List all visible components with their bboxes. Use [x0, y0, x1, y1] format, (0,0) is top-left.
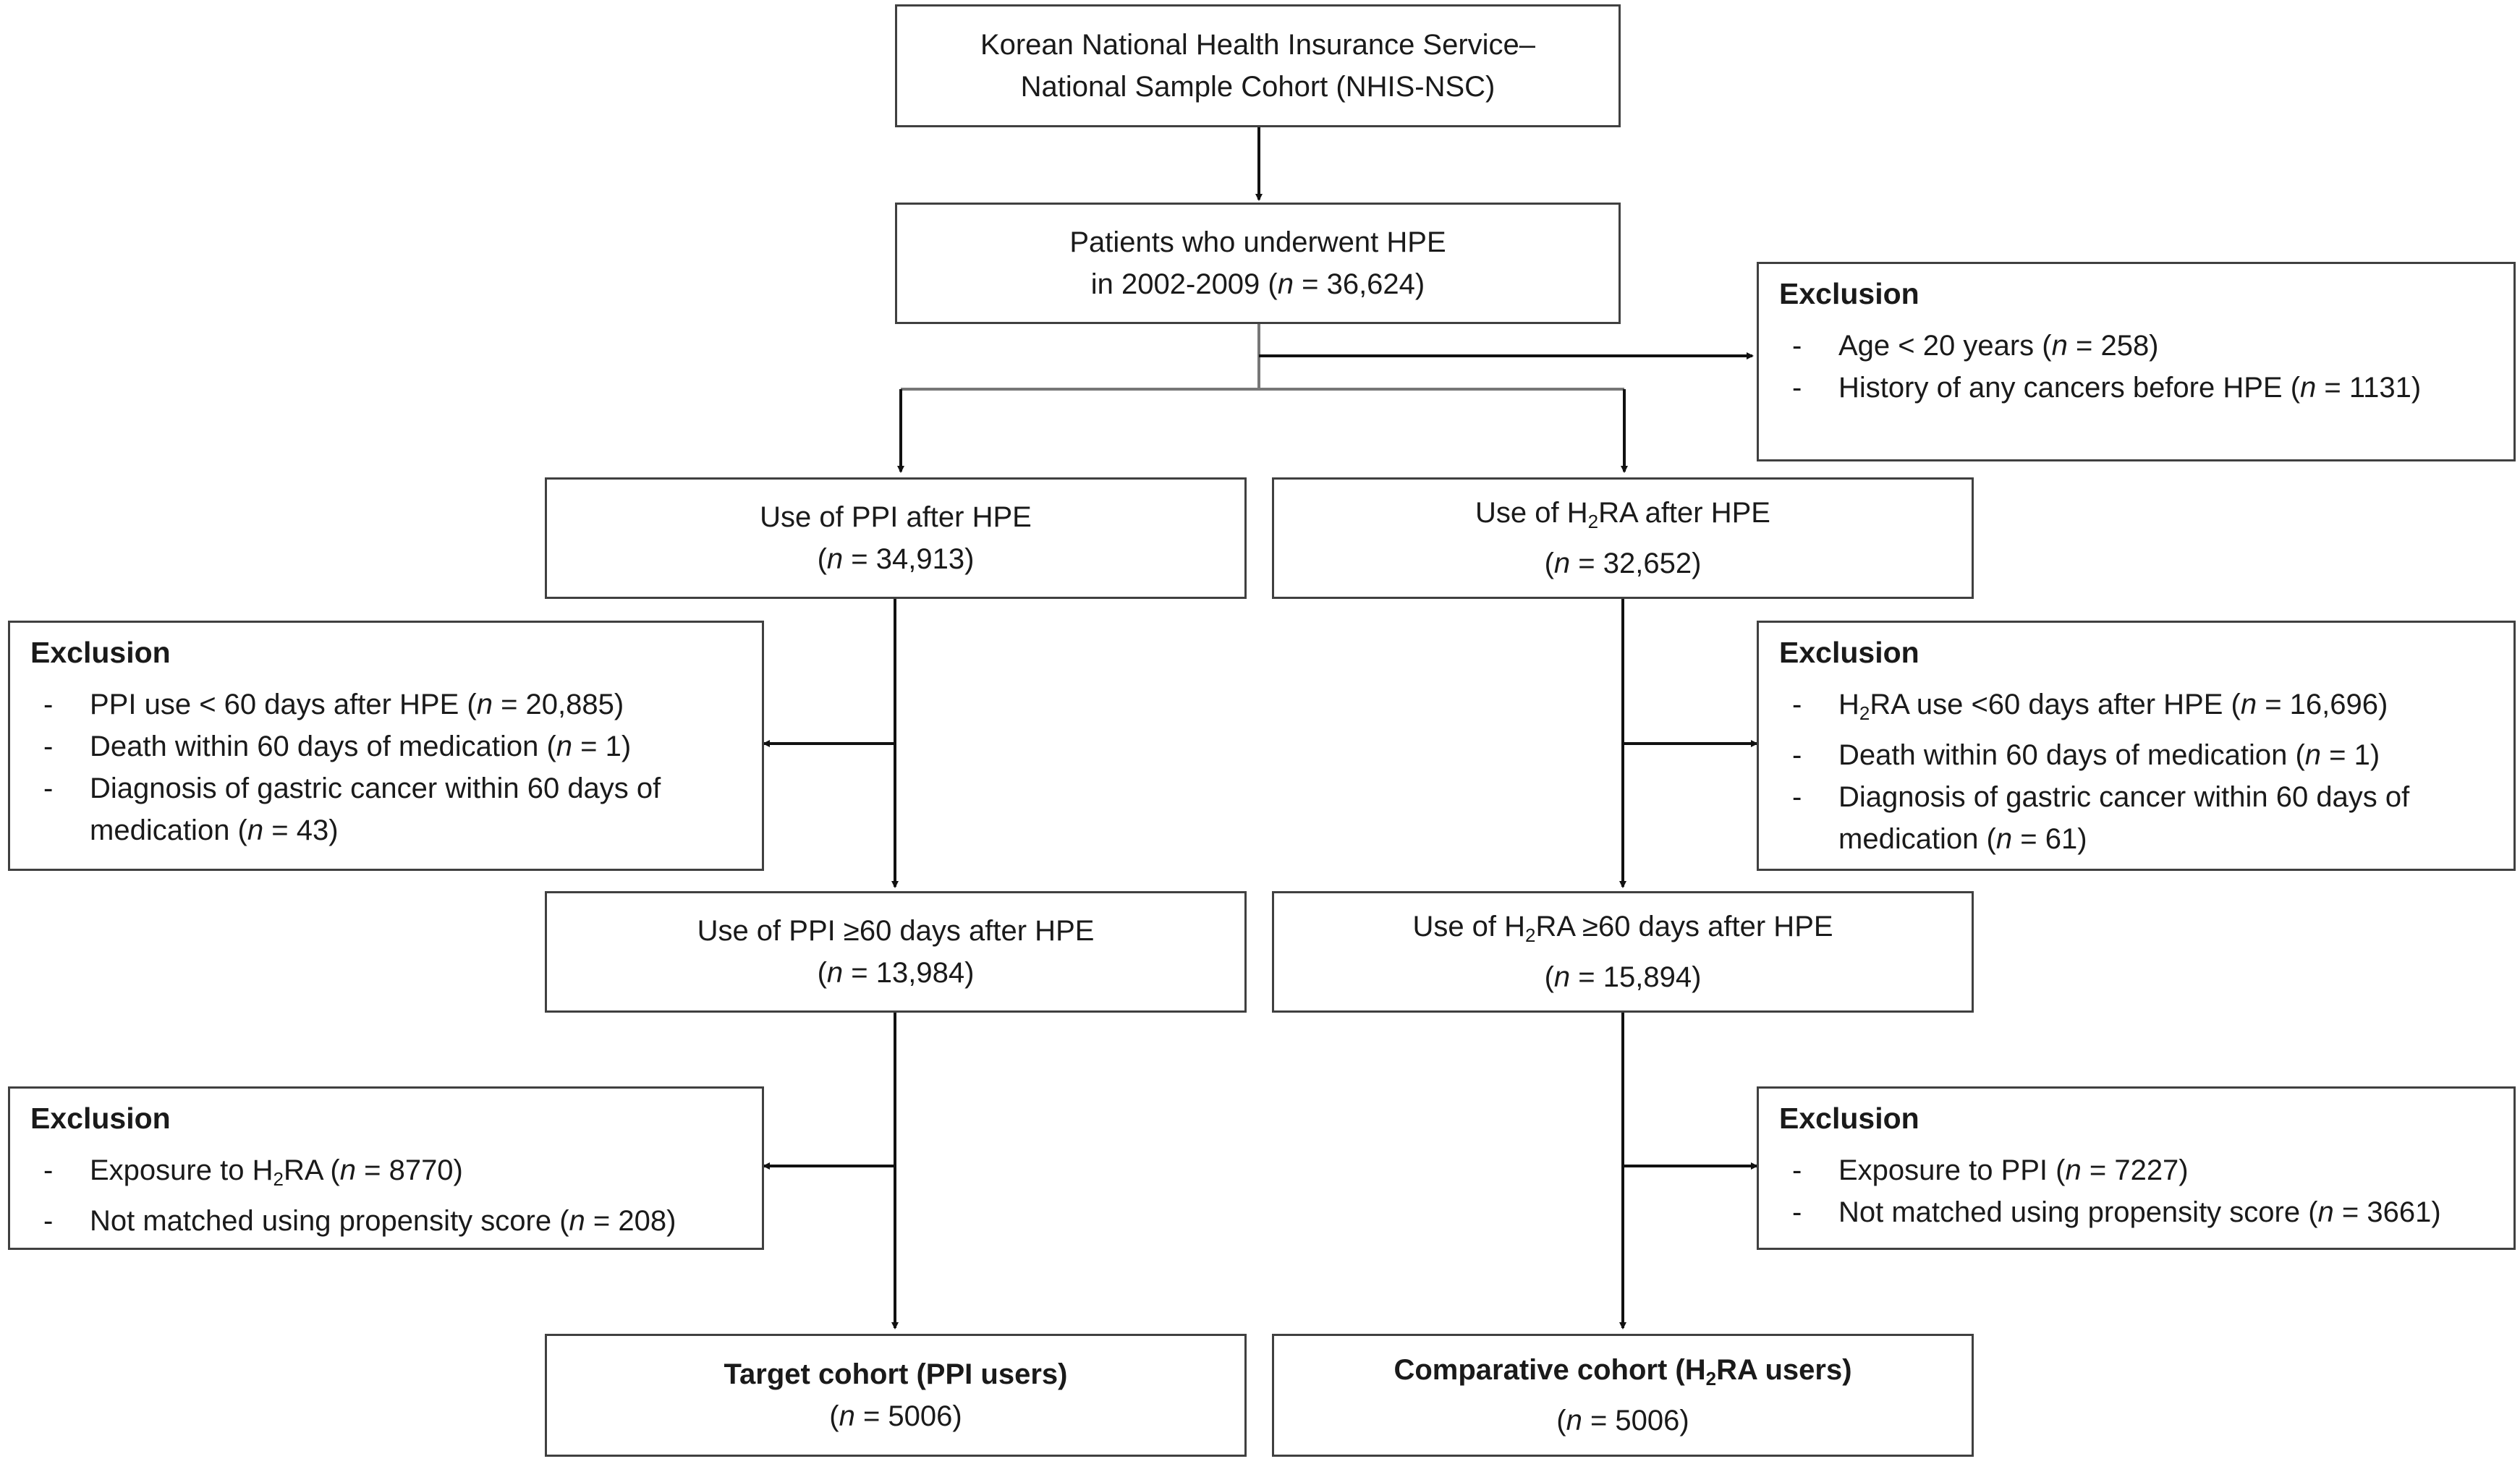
h2ra-60-line-1: Use of H2RA ≥60 days after HPE [1412, 911, 1833, 946]
exclusion-item: Not matched using propensity score (n = … [1779, 1191, 2513, 1233]
hpe-line-2: in 2002-2009 (n = 36,624) [1090, 268, 1425, 300]
exclusion-item: H2RA use <60 days after HPE (n = 16,696) [1779, 684, 2513, 734]
hpe-box: Patients who underwent HPE in 2002-2009 … [895, 203, 1621, 324]
h2ra-use-line-1: Use of H2RA after HPE [1475, 497, 1770, 532]
comparative-cohort-count: (n = 5006) [1556, 1404, 1689, 1437]
target-cohort-box: Target cohort (PPI users) (n = 5006) [545, 1334, 1247, 1457]
ppi-use-box: Use of PPI after HPE (n = 34,913) [545, 477, 1247, 599]
exclusion-item: Exposure to H2RA (n = 8770) [30, 1149, 762, 1200]
exclusion-heading: Exclusion [30, 1102, 171, 1135]
exclusion-item: Diagnosis of gastric cancer within 60 da… [1779, 776, 2513, 860]
exclusion-item: PPI use < 60 days after HPE (n = 20,885) [30, 684, 762, 725]
source-line-2: National Sample Cohort (NHIS-NSC) [1020, 71, 1496, 103]
ppi-use-line-1: Use of PPI after HPE [760, 501, 1032, 533]
comparative-cohort-title: Comparative cohort (H2RA users) [1393, 1354, 1852, 1389]
exclusion-ppi-2-box: Exclusion Exposure to H2RA (n = 8770) No… [8, 1086, 764, 1250]
ppi-60-line-1: Use of PPI ≥60 days after HPE [697, 915, 1095, 947]
exclusion-item: Death within 60 days of medication (n = … [30, 725, 762, 767]
h2ra-60-count: (n = 15,894) [1544, 961, 1702, 993]
ppi-60-box: Use of PPI ≥60 days after HPE (n = 13,98… [545, 891, 1247, 1013]
exclusion-ppi-1-box: Exclusion PPI use < 60 days after HPE (n… [8, 621, 764, 871]
exclusion-initial-box: Exclusion Age < 20 years (n = 258) Histo… [1757, 262, 2516, 461]
h2ra-use-count: (n = 32,652) [1544, 547, 1702, 579]
target-cohort-title: Target cohort (PPI users) [724, 1358, 1068, 1390]
ppi-use-count: (n = 34,913) [817, 543, 975, 575]
exclusion-item: Not matched using propensity score (n = … [30, 1200, 762, 1242]
h2ra-use-box: Use of H2RA after HPE (n = 32,652) [1272, 477, 1974, 599]
exclusion-h2ra-2-box: Exclusion Exposure to PPI (n = 7227) Not… [1757, 1086, 2516, 1250]
exclusion-item: Age < 20 years (n = 258) [1779, 325, 2513, 367]
exclusion-item: Diagnosis of gastric cancer within 60 da… [30, 767, 762, 851]
h2ra-60-box: Use of H2RA ≥60 days after HPE (n = 15,8… [1272, 891, 1974, 1013]
exclusion-heading: Exclusion [1779, 636, 1919, 669]
exclusion-item: Death within 60 days of medication (n = … [1779, 734, 2513, 776]
hpe-line-1: Patients who underwent HPE [1069, 226, 1446, 258]
exclusion-item: Exposure to PPI (n = 7227) [1779, 1149, 2513, 1191]
ppi-60-count: (n = 13,984) [817, 957, 975, 989]
source-box: Korean National Health Insurance Service… [895, 4, 1621, 127]
exclusion-h2ra-1-box: Exclusion H2RA use <60 days after HPE (n… [1757, 621, 2516, 871]
source-line-1: Korean National Health Insurance Service… [980, 29, 1536, 61]
exclusion-heading: Exclusion [1779, 1102, 1919, 1135]
comparative-cohort-box: Comparative cohort (H2RA users) (n = 500… [1272, 1334, 1974, 1457]
exclusion-item: History of any cancers before HPE (n = 1… [1779, 367, 2513, 409]
target-cohort-count: (n = 5006) [829, 1400, 962, 1432]
exclusion-heading: Exclusion [1779, 277, 1919, 310]
exclusion-heading: Exclusion [30, 636, 171, 669]
